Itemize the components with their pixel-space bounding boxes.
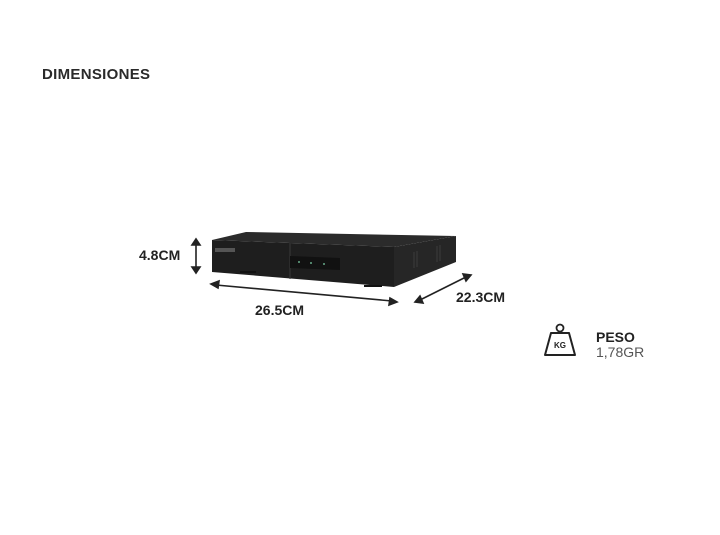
arrow-head-icon — [190, 237, 202, 246]
dvr-device — [212, 232, 456, 287]
svg-text:KG: KG — [554, 341, 566, 350]
arrow-head-icon — [461, 273, 473, 283]
depth-arrow — [419, 276, 467, 301]
width-arrow — [215, 284, 393, 302]
weight-label: PESO — [596, 329, 635, 345]
width-label: 26.5CM — [255, 302, 305, 318]
arrow-head-icon — [190, 266, 202, 275]
arrow-head-icon — [388, 296, 399, 307]
dimension-arrows — [190, 237, 473, 307]
arrow-head-icon — [413, 294, 425, 304]
depth-label: 22.3CM — [456, 289, 506, 305]
weight-icon: KG — [544, 323, 576, 356]
section-title: DIMENSIONES — [42, 66, 151, 83]
arrow-head-icon — [209, 279, 220, 290]
height-label: 4.8CM — [139, 247, 181, 263]
weight-value: 1,78GR — [596, 344, 645, 360]
brand-logo — [215, 248, 235, 252]
